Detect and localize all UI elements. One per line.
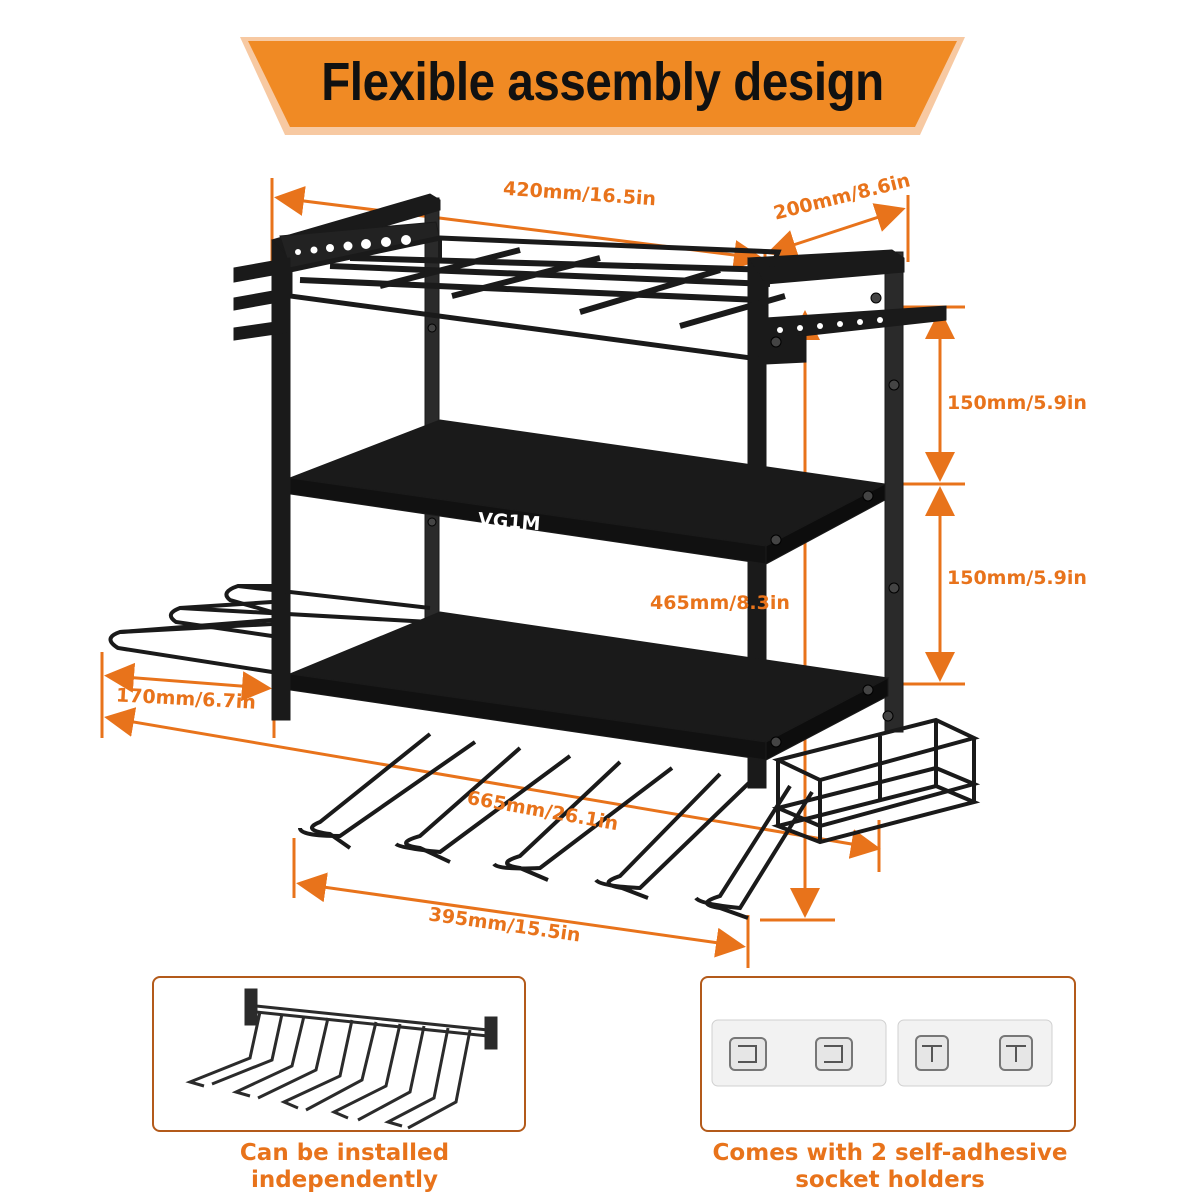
- brand-label: VG1M: [477, 508, 542, 536]
- right-feature-panel: [700, 976, 1076, 1132]
- left-drill-hanger: [108, 584, 431, 674]
- bolts: [427, 292, 900, 748]
- title-banner: [240, 37, 965, 135]
- right-caption-line2: socket holders: [795, 1167, 985, 1193]
- rack-frame: [233, 193, 947, 789]
- page-title: Flexible assembly design: [321, 52, 884, 112]
- pegboard-holes: [295, 235, 883, 333]
- left-caption-line1: Can be installed: [239, 1140, 450, 1166]
- right-caption-line1: Comes with 2 self-adhesive: [712, 1140, 1068, 1166]
- bottom-drill-hangers: [298, 732, 814, 920]
- left-caption: Can be installed independently: [152, 1140, 537, 1194]
- dim-tier-gap-upper: 150mm/5.9in: [947, 392, 1087, 414]
- right-caption: Comes with 2 self-adhesive socket holder…: [690, 1140, 1090, 1194]
- right-battery-holder: [771, 717, 981, 845]
- dimension-lines: [100, 178, 965, 968]
- left-caption-line2: independently: [250, 1167, 439, 1193]
- left-feature-panel: [152, 976, 526, 1132]
- dim-height: 465mm/8.3in: [650, 592, 790, 614]
- dim-tier-gap-lower: 150mm/5.9in: [947, 567, 1087, 589]
